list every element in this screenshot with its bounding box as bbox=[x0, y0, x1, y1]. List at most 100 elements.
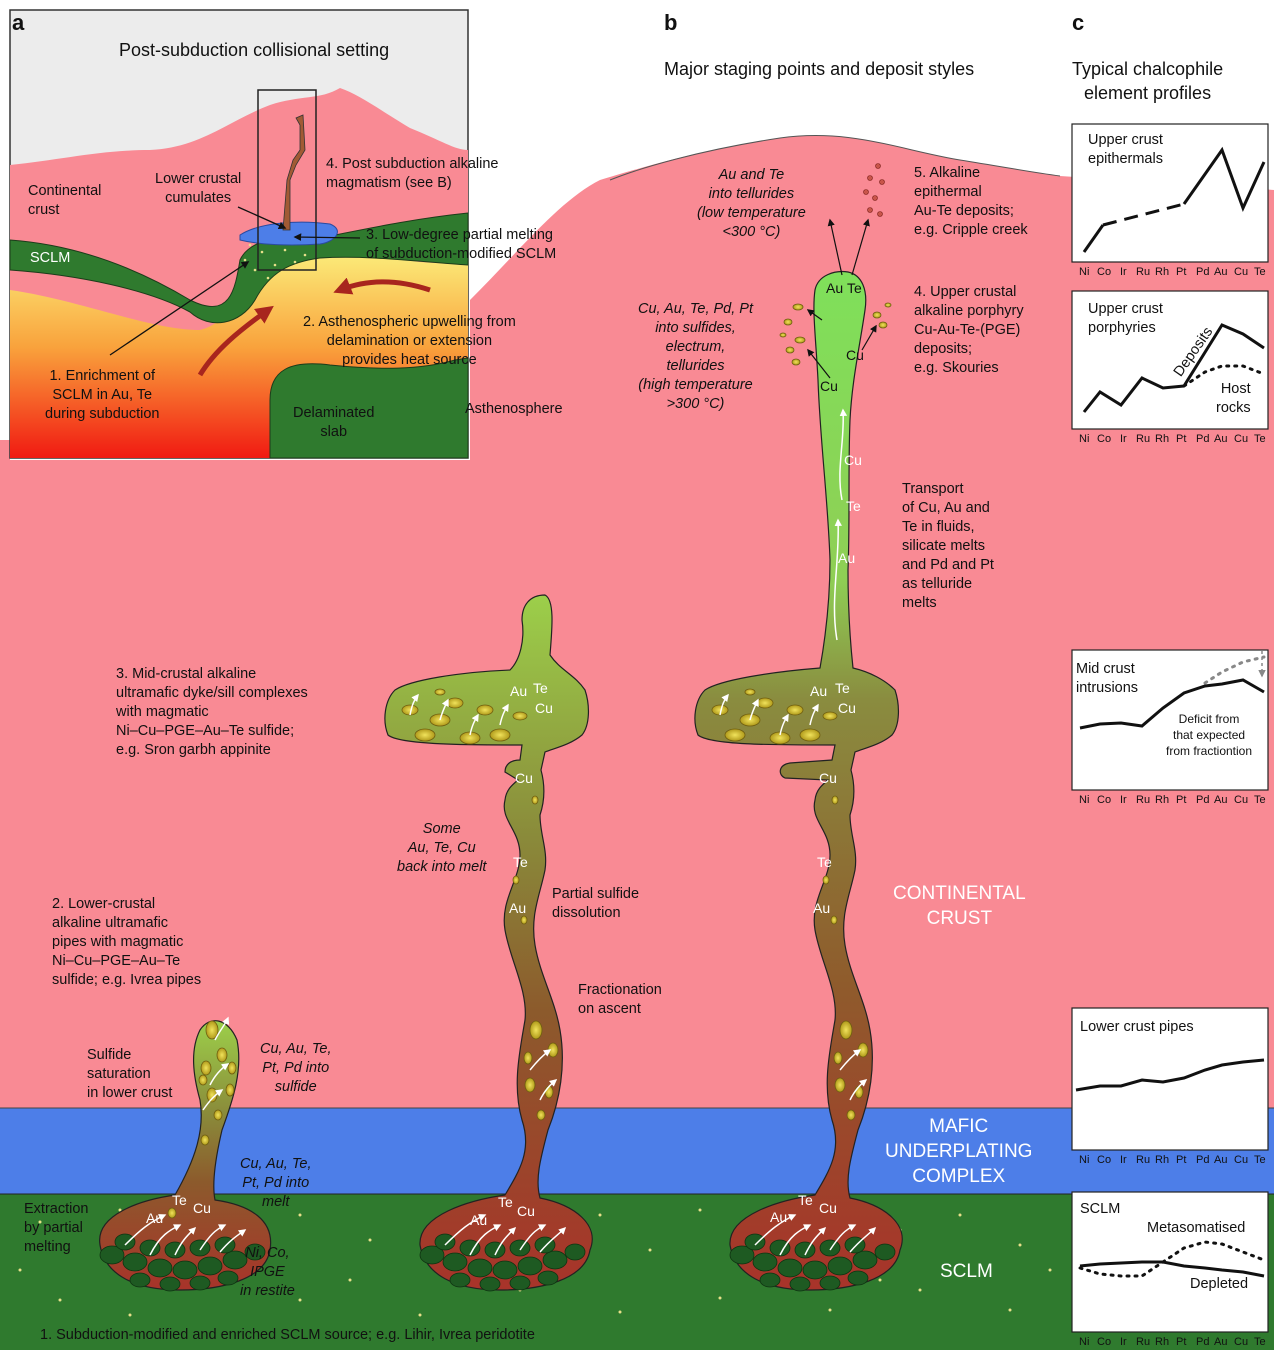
x-tick-label: Rh bbox=[1155, 1336, 1169, 1348]
plot-title-porphyries: Upper crust porphyries bbox=[1088, 300, 1163, 338]
text-au-te-tellurides: Au and Te into tellurides (low temperatu… bbox=[697, 166, 806, 242]
text-deposit-5: 5. Alkaline epithermal Au-Te deposits; e… bbox=[914, 164, 1028, 240]
x-tick-label: Pt bbox=[1176, 433, 1186, 445]
element-cu-label: Cu bbox=[844, 452, 862, 468]
x-tick-label: Ir bbox=[1120, 433, 1127, 445]
x-tick-label: Cu bbox=[1234, 266, 1248, 278]
x-tick-label: Au bbox=[1214, 1154, 1227, 1166]
x-tick-label: Au bbox=[1214, 433, 1227, 445]
x-tick-label: Pd bbox=[1196, 1336, 1209, 1348]
x-tick-label: Ni bbox=[1079, 266, 1089, 278]
x-tick-label: Rh bbox=[1155, 433, 1169, 445]
element-cu-label: Cu bbox=[820, 378, 838, 394]
panel-c-title: Typical chalcophile element profiles bbox=[1072, 57, 1223, 105]
label-asthenosphere: Asthenosphere bbox=[465, 400, 563, 419]
text-source-1: 1. Subduction-modified and enriched SCLM… bbox=[40, 1326, 535, 1345]
element-cu-label: Cu bbox=[535, 700, 553, 716]
x-tick-label: Co bbox=[1097, 1336, 1111, 1348]
element-au-label: Au bbox=[826, 280, 843, 296]
text-deposit-3: 3. Mid-crustal alkaline ultramafic dyke/… bbox=[116, 665, 308, 760]
label-depleted: Depleted bbox=[1190, 1275, 1248, 1294]
element-cu-label: Cu bbox=[515, 770, 533, 786]
x-tick-label: Te bbox=[1254, 266, 1266, 278]
plot-title-epithermals: Upper crust epithermals bbox=[1088, 131, 1163, 169]
element-au-label: Au bbox=[813, 900, 830, 916]
x-tick-label: Ru bbox=[1136, 794, 1150, 806]
x-tick-label: Ir bbox=[1120, 1336, 1127, 1348]
label-deficit: Deficit from that expected from fraction… bbox=[1166, 711, 1252, 759]
plot-title-lower-crust: Lower crust pipes bbox=[1080, 1018, 1194, 1037]
element-cu-label: Cu bbox=[517, 1203, 535, 1219]
x-tick-label: Cu bbox=[1234, 433, 1248, 445]
x-tick-label: Ru bbox=[1136, 433, 1150, 445]
text-sulfide-saturation: Sulfide saturation in lower crust bbox=[87, 1046, 172, 1103]
x-tick-label: Co bbox=[1097, 794, 1111, 806]
text-transport: Transport of Cu, Au and Te in fluids, si… bbox=[902, 480, 994, 613]
element-au-label: Au bbox=[838, 550, 855, 566]
element-au-label: Au bbox=[510, 683, 527, 699]
text-deposit-2: 2. Lower-crustal alkaline ultramafic pip… bbox=[52, 895, 201, 990]
text-restite: Ni, Co, IPGE in restite bbox=[240, 1244, 295, 1301]
plot-title-mid-crust: Mid crust intrusions bbox=[1076, 660, 1138, 698]
x-tick-label: Ru bbox=[1136, 1154, 1150, 1166]
element-te-label: Te bbox=[817, 854, 832, 870]
x-tick-label: Cu bbox=[1234, 1336, 1248, 1348]
x-tick-label: Pd bbox=[1196, 266, 1209, 278]
x-tick-label: Pd bbox=[1196, 794, 1209, 806]
x-tick-label: Cu bbox=[1234, 1154, 1248, 1166]
element-te-label: Te bbox=[847, 280, 862, 296]
x-tick-label: Rh bbox=[1155, 794, 1169, 806]
label-delaminated-slab: Delaminated slab bbox=[293, 404, 374, 442]
element-te-label: Te bbox=[846, 498, 861, 514]
element-cu-label: Cu bbox=[819, 1200, 837, 1216]
label-lower-crustal-cumulates: Lower crustal cumulates bbox=[155, 170, 241, 208]
element-cu-label: Cu bbox=[193, 1200, 211, 1216]
element-te-label: Te bbox=[498, 1194, 513, 1210]
x-tick-label: Pt bbox=[1176, 794, 1186, 806]
text-extraction: Extraction by partial melting bbox=[24, 1200, 88, 1257]
x-tick-label: Ru bbox=[1136, 266, 1150, 278]
x-tick-label: Te bbox=[1254, 433, 1266, 445]
layer-label-mafic-underplating: MAFIC UNDERPLATING COMPLEX bbox=[885, 1114, 1032, 1189]
note-2-asthenospheric-upwelling: 2. Asthenospheric upwelling from delamin… bbox=[303, 313, 516, 370]
panel-label-c: c bbox=[1072, 13, 1084, 32]
x-tick-label: Pt bbox=[1176, 1336, 1186, 1348]
text-partial-dissolution: Partial sulfide dissolution bbox=[552, 885, 639, 923]
note-3-partial-melting: 3. Low-degree partial melting of subduct… bbox=[366, 226, 556, 264]
text-some-back: Some Au, Te, Cu back into melt bbox=[397, 820, 486, 877]
x-tick-label: Ir bbox=[1120, 266, 1127, 278]
label-continental-crust: Continental crust bbox=[28, 182, 101, 220]
x-tick-label: Pd bbox=[1196, 1154, 1209, 1166]
label-metasomatised: Metasomatised bbox=[1147, 1219, 1245, 1238]
x-tick-label: Ni bbox=[1079, 433, 1089, 445]
x-tick-label: Au bbox=[1214, 266, 1227, 278]
x-tick-label: Te bbox=[1254, 1336, 1266, 1348]
element-au-label: Au bbox=[470, 1212, 487, 1228]
x-tick-label: Ni bbox=[1079, 1336, 1089, 1348]
plot-title-sclm: SCLM bbox=[1080, 1200, 1120, 1219]
text-sulfides: Cu, Au, Te, Pd, Pt into sulfides, electr… bbox=[638, 300, 753, 414]
element-cu-label: Cu bbox=[838, 700, 856, 716]
x-tick-label: Rh bbox=[1155, 1154, 1169, 1166]
x-tick-label: Co bbox=[1097, 1154, 1111, 1166]
element-cu-label: Cu bbox=[846, 347, 864, 363]
x-tick-label: Au bbox=[1214, 1336, 1227, 1348]
panel-b-title: Major staging points and deposit styles bbox=[664, 57, 974, 81]
element-cu-label: Cu bbox=[819, 770, 837, 786]
x-tick-label: Ir bbox=[1120, 794, 1127, 806]
panel-label-a: a bbox=[12, 13, 24, 32]
panel-a-title: Post-subduction collisional setting bbox=[119, 38, 389, 62]
text-fractionation: Fractionation on ascent bbox=[578, 981, 662, 1019]
panel-label-b: b bbox=[664, 13, 677, 32]
x-tick-label: Cu bbox=[1234, 794, 1248, 806]
label-sclm-a: SCLM bbox=[30, 249, 70, 268]
element-au-label: Au bbox=[509, 900, 526, 916]
text-into-melt: Cu, Au, Te, Pt, Pd into melt bbox=[240, 1155, 311, 1212]
x-tick-label: Co bbox=[1097, 266, 1111, 278]
element-au-label: Au bbox=[146, 1210, 163, 1226]
note-4-alkaline-magmatism: 4. Post subduction alkaline magmatism (s… bbox=[326, 155, 499, 193]
text-into-sulfide: Cu, Au, Te, Pt, Pd into sulfide bbox=[260, 1040, 331, 1097]
x-tick-label: Co bbox=[1097, 433, 1111, 445]
text-deposit-4: 4. Upper crustal alkaline porphyry Cu-Au… bbox=[914, 283, 1024, 378]
element-au-label: Au bbox=[810, 683, 827, 699]
